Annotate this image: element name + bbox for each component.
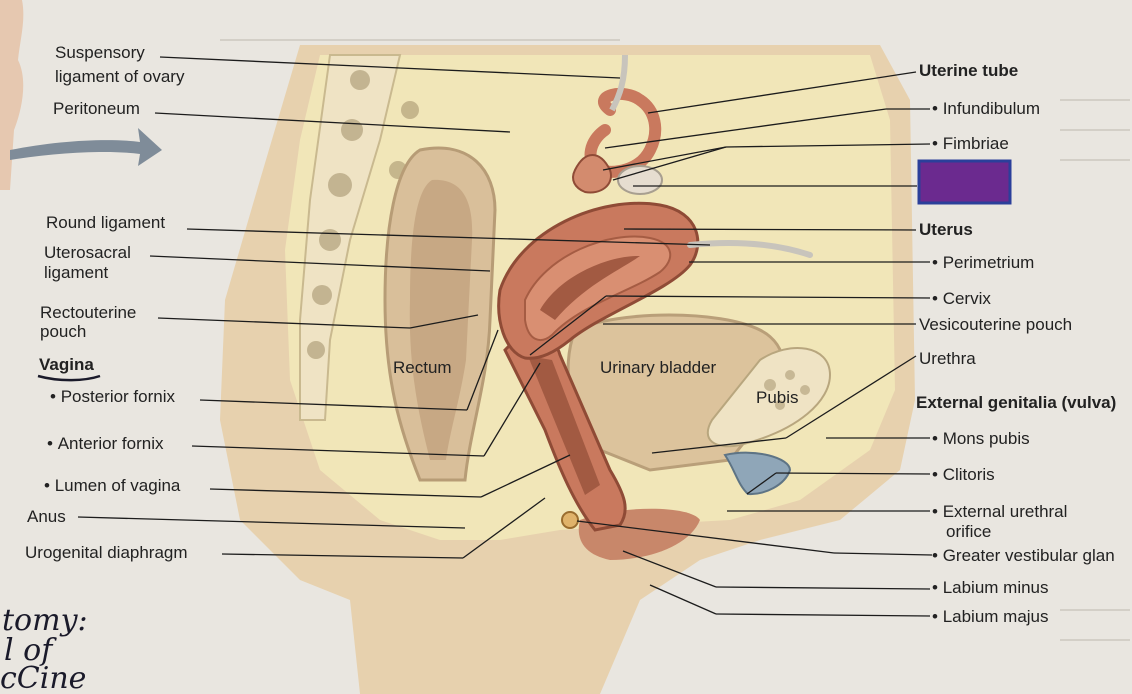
label-labium-minus: Labium minus bbox=[932, 578, 1049, 598]
label-rectouterine-1: Rectouterine bbox=[40, 303, 137, 322]
clitoris-shape bbox=[723, 451, 792, 496]
label-fimbriae: Fimbriae bbox=[932, 134, 1009, 154]
label-anus: Anus bbox=[27, 507, 66, 526]
leader-lines bbox=[77, 56, 933, 617]
label-rectum: Rectum bbox=[393, 358, 452, 377]
label-suspensory-1: Suspensory bbox=[55, 43, 145, 62]
label-perimetrium: Perimetrium bbox=[932, 253, 1035, 273]
vagina-underline bbox=[37, 374, 101, 382]
fimbriae-shape bbox=[572, 154, 612, 194]
label-uterine-tube: Uterine tube bbox=[919, 61, 1019, 80]
label-vagina-heading: Vagina bbox=[39, 355, 94, 374]
label-uterosacral-1: Uterosacral bbox=[44, 243, 131, 262]
label-urinary-bladder: Urinary bladder bbox=[600, 358, 717, 377]
background-page-lines bbox=[220, 39, 1130, 641]
rectum-lumen bbox=[409, 179, 473, 460]
label-vesicouterine-pouch: Vesicouterine pouch bbox=[919, 315, 1073, 334]
label-urethra: Urethra bbox=[919, 349, 976, 368]
label-uterus: Uterus bbox=[919, 220, 973, 239]
sacrum bbox=[299, 54, 402, 421]
handwriting-line-3: cCine bbox=[0, 661, 87, 694]
suspensory-ligament-shape bbox=[609, 54, 628, 112]
label-greater-vestibular: Greater vestibular glan bbox=[932, 546, 1115, 566]
label-cervix: Cervix bbox=[932, 289, 991, 309]
label-suspensory-2: ligament of ovary bbox=[55, 67, 185, 86]
label-infundibulum: Infundibulum bbox=[932, 99, 1040, 119]
label-round-ligament: Round ligament bbox=[46, 213, 166, 232]
label-posterior-fornix: Posterior fornix bbox=[50, 387, 175, 407]
endometrium bbox=[524, 235, 672, 341]
handwriting-line-2: l of bbox=[4, 633, 53, 668]
label-external-urethral-1: External urethral bbox=[932, 502, 1068, 522]
label-lumen-of-vagina: Lumen of vagina bbox=[44, 476, 181, 496]
pubis-texture bbox=[764, 370, 810, 410]
label-pubis: Pubis bbox=[756, 388, 799, 407]
label-anterior-fornix: Anterior fornix bbox=[47, 434, 164, 454]
greater-vestibular-gland-shape bbox=[561, 511, 579, 529]
uterine-cavity bbox=[540, 255, 640, 320]
label-labium-majus: Labium majus bbox=[932, 607, 1049, 627]
vertebra-texture bbox=[307, 70, 419, 359]
label-mons-pubis: Mons pubis bbox=[932, 429, 1030, 449]
label-external-urethral-2: orifice bbox=[946, 522, 992, 541]
ovary-shape bbox=[617, 165, 663, 195]
label-uterosacral-2: ligament bbox=[44, 263, 109, 282]
vagina-lumen bbox=[528, 356, 600, 495]
label-rectouterine-2: pouch bbox=[40, 322, 87, 341]
round-ligament-shape bbox=[687, 240, 813, 258]
label-external-genitalia: External genitalia (vulva) bbox=[916, 393, 1117, 412]
thumbnail-figure bbox=[0, 0, 24, 190]
handwriting-line-1: tomy: bbox=[2, 603, 88, 638]
pubis-bone bbox=[706, 347, 832, 448]
label-peritoneum: Peritoneum bbox=[53, 99, 140, 118]
redaction-box bbox=[917, 159, 1012, 205]
label-clitoris: Clitoris bbox=[932, 465, 995, 485]
label-urogenital-diaphragm: Urogenital diaphragm bbox=[25, 543, 188, 562]
orientation-arrow bbox=[10, 128, 162, 166]
